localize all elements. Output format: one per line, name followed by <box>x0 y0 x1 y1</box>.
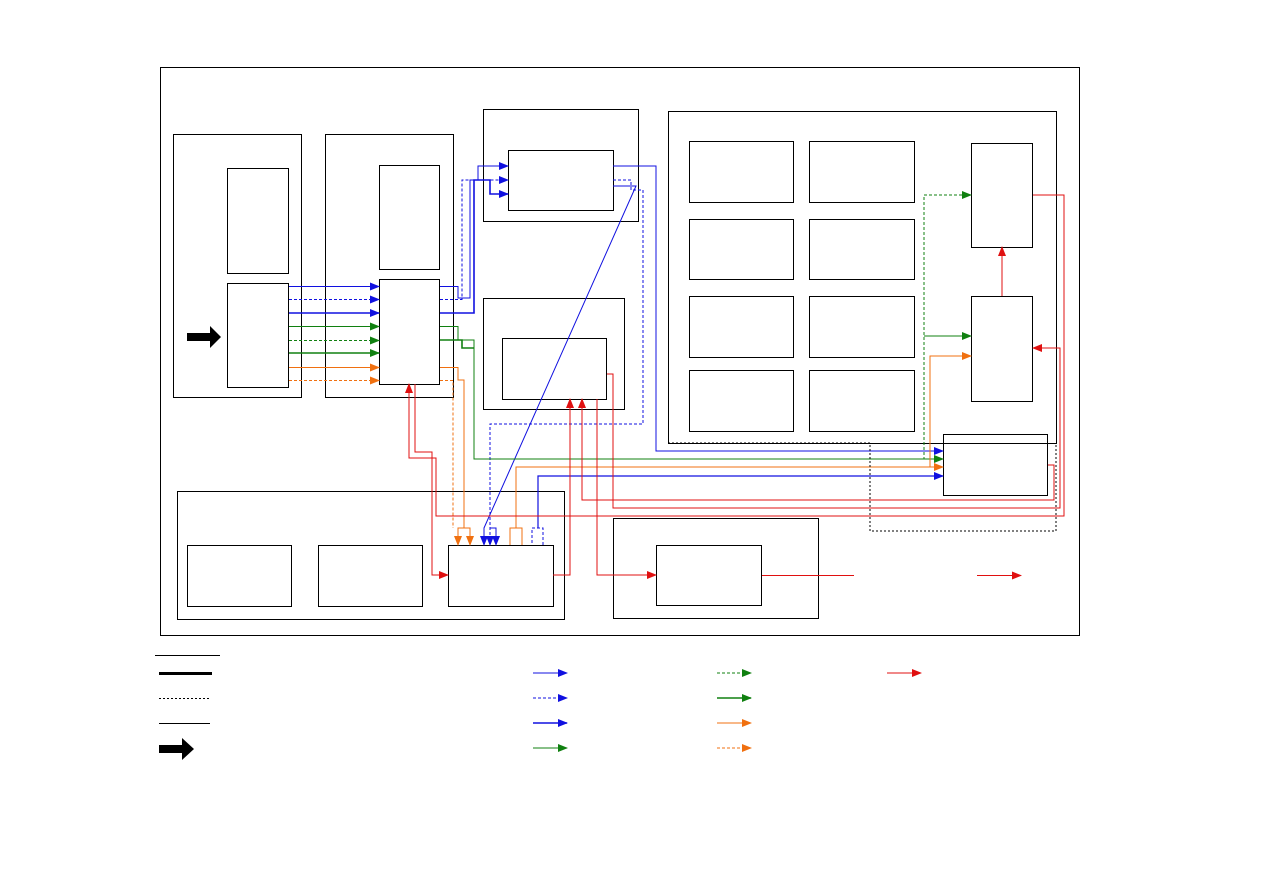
orange-link-to-g <box>440 367 465 546</box>
block-arrow-icon <box>187 326 221 348</box>
blue-thick-link <box>440 179 509 314</box>
orange-outgoing-links <box>440 352 972 546</box>
orange-link-to-e <box>918 352 972 468</box>
module-g-container <box>177 491 565 620</box>
red-link-d-to-b <box>607 344 1061 509</box>
blue-thick-link-g-to-f <box>537 472 944 528</box>
module-e-lower-right-block <box>971 296 1033 402</box>
red-link-to-g <box>414 384 449 579</box>
blue-link-to-g-2 <box>490 527 500 546</box>
module-a-lower-block <box>227 283 289 388</box>
red-link-f-feedback <box>578 398 1055 501</box>
green-dashed-link-to-e <box>918 191 972 460</box>
module-h-container <box>613 518 819 619</box>
grid-block-1 <box>689 141 794 203</box>
blue-dashed-link-to-g <box>486 179 644 546</box>
module-a-container <box>173 134 302 398</box>
orange-link-to-f <box>515 463 944 528</box>
black-dashed-link <box>668 442 1057 532</box>
grid-block-7 <box>689 370 794 432</box>
green-thick-link <box>440 339 474 349</box>
blue-dashed-link <box>440 176 509 300</box>
red-link-g-to-b <box>553 398 574 576</box>
blue-link-to-g <box>480 185 637 546</box>
module-e-upper-right-block <box>971 143 1033 248</box>
blue-link-to-f <box>613 165 944 455</box>
module-d-block <box>502 338 607 400</box>
grid-block-4 <box>809 219 915 280</box>
module-d-container <box>483 298 625 410</box>
legend <box>155 655 922 760</box>
red-links <box>405 194 1065 580</box>
a-to-b-links <box>289 282 380 385</box>
grid-block-3 <box>689 219 794 280</box>
module-b-lower-block <box>379 279 440 385</box>
grid-block-6 <box>809 296 915 358</box>
blue-link-g-to-f <box>531 527 544 545</box>
legend-block-arrow-icon <box>159 738 194 760</box>
green-outgoing-links <box>440 191 972 463</box>
orange-link-to-g-2 <box>464 527 474 546</box>
module-h-block <box>656 545 762 606</box>
red-link-e-feedback <box>405 194 1065 517</box>
blue-link <box>440 162 509 299</box>
grid-block-8 <box>809 370 915 432</box>
grid-block-5 <box>689 296 794 358</box>
module-c-block <box>508 150 614 211</box>
module-g-block-2 <box>318 545 423 607</box>
module-b-container <box>325 134 454 398</box>
b-to-c-links <box>440 162 509 314</box>
grid-block-2 <box>809 141 915 203</box>
red-link-d-to-h <box>596 399 657 579</box>
c-outgoing-links <box>480 165 944 546</box>
orange-link-g-to-f <box>509 527 523 545</box>
module-b-upper-block <box>379 165 440 270</box>
orange-dashed-link-to-g <box>440 380 454 528</box>
module-g-block-3 <box>448 545 554 607</box>
outer-frame <box>160 67 1080 636</box>
module-a-upper-block <box>227 168 289 274</box>
green-link-to-f <box>440 326 944 463</box>
module-e-container <box>668 111 1057 444</box>
boxes <box>160 67 1080 636</box>
module-g-block-1 <box>187 545 292 607</box>
